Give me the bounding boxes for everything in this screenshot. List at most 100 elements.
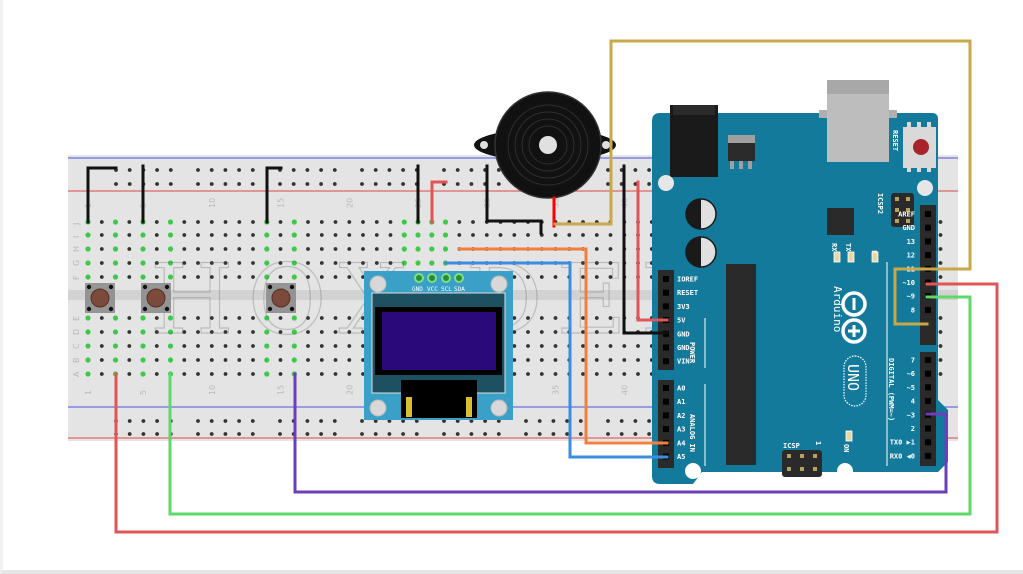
icsp-pin1-label: 1 bbox=[814, 441, 822, 445]
breadboard-hole bbox=[209, 344, 214, 348]
breadboard-hole bbox=[594, 330, 599, 334]
wire-red-vcc-oled[interactable] bbox=[430, 180, 448, 224]
breadboard-hole bbox=[223, 372, 228, 376]
wire-orange-sda-a4[interactable] bbox=[457, 247, 669, 445]
header-pin[interactable] bbox=[925, 211, 931, 217]
digital-header-top bbox=[920, 205, 936, 345]
rail-hole bbox=[469, 419, 474, 423]
breadboard-hole bbox=[512, 358, 517, 362]
icsp-header bbox=[782, 450, 822, 477]
header-pin[interactable] bbox=[925, 425, 931, 432]
breadboard-hole bbox=[306, 275, 310, 279]
header-pin[interactable] bbox=[663, 276, 669, 282]
wire-red-arduino-5v[interactable] bbox=[636, 180, 669, 322]
breadboard-hole bbox=[278, 220, 283, 224]
column-label: 15 bbox=[277, 385, 286, 395]
pin-label: GND bbox=[677, 344, 690, 352]
usb-chip bbox=[827, 208, 854, 235]
header-pin[interactable] bbox=[663, 385, 669, 391]
analog-header-label: ANALOG IN bbox=[688, 414, 696, 452]
breadboard-hole bbox=[99, 344, 104, 348]
breadboard-hole bbox=[127, 372, 132, 376]
breadboard-hole bbox=[140, 315, 146, 321]
header-pin[interactable] bbox=[663, 426, 669, 433]
breadboard-hole bbox=[347, 372, 352, 376]
rail-hole bbox=[387, 419, 392, 423]
header-pin[interactable] bbox=[663, 344, 669, 351]
rail-hole bbox=[114, 182, 118, 186]
rail-hole bbox=[496, 432, 501, 436]
icsp2-label: ICSP2 bbox=[876, 193, 884, 214]
rail-hole bbox=[196, 168, 200, 172]
wire-blue-scl-a5[interactable] bbox=[444, 261, 669, 459]
header-pin[interactable] bbox=[663, 358, 669, 365]
row-label: D bbox=[72, 329, 81, 335]
wire-black-buzzer[interactable] bbox=[485, 164, 543, 235]
breadboard-hole bbox=[581, 316, 585, 320]
breadboard-hole bbox=[182, 372, 187, 376]
breadboard-hole bbox=[99, 330, 104, 334]
breadboard-hole bbox=[319, 247, 324, 251]
header-pin[interactable] bbox=[663, 398, 669, 405]
header-pin[interactable] bbox=[925, 238, 931, 245]
header-pin[interactable] bbox=[663, 303, 669, 310]
header-pin[interactable] bbox=[925, 384, 931, 391]
oled-mount-hole bbox=[369, 399, 387, 417]
breadboard-hole bbox=[223, 247, 228, 251]
rail-hole bbox=[196, 182, 200, 186]
wire-yellow-pin9[interactable] bbox=[553, 39, 972, 326]
push-button-2[interactable] bbox=[141, 283, 171, 313]
header-pin[interactable] bbox=[925, 439, 931, 446]
breadboard-hole bbox=[938, 261, 943, 265]
wire-purple-btn3-pin3[interactable] bbox=[293, 372, 948, 494]
header-pin[interactable] bbox=[925, 370, 931, 377]
header-pin[interactable] bbox=[925, 306, 931, 313]
header-pin[interactable] bbox=[925, 398, 931, 405]
rail-hole bbox=[223, 168, 228, 172]
push-button-1[interactable] bbox=[85, 283, 115, 313]
rail-hole bbox=[469, 432, 474, 436]
header-pin[interactable] bbox=[925, 252, 931, 259]
header-pin[interactable] bbox=[663, 412, 669, 419]
breadboard-hole bbox=[291, 246, 297, 252]
breadboard-hole bbox=[223, 233, 228, 237]
breadboard-hole bbox=[553, 233, 558, 237]
rail-hole bbox=[141, 432, 146, 436]
header-pin[interactable] bbox=[663, 289, 669, 296]
wire-black-arduino-gnd[interactable] bbox=[622, 164, 669, 335]
breadboard-hole bbox=[567, 233, 572, 237]
breadboard-hole bbox=[278, 344, 283, 348]
breadboard-hole bbox=[209, 330, 214, 334]
rail-hole bbox=[565, 419, 569, 423]
wire-black-gnd-btn3[interactable] bbox=[265, 166, 283, 224]
breadboard-hole bbox=[306, 358, 310, 362]
oled-mount-hole bbox=[490, 275, 508, 293]
pin-label: 12 bbox=[907, 252, 915, 260]
wire-red-btn1-pin12[interactable] bbox=[114, 282, 999, 534]
header-pin[interactable] bbox=[925, 452, 931, 459]
breadboard-hole bbox=[291, 232, 297, 238]
breadboard-hole bbox=[264, 246, 270, 252]
rail-hole bbox=[209, 182, 214, 186]
breadboard-hole bbox=[512, 330, 517, 334]
breadboard-hole bbox=[291, 343, 297, 349]
breadboard-hole bbox=[182, 344, 187, 348]
row-label: F bbox=[72, 275, 81, 280]
breadboard-hole bbox=[140, 371, 146, 377]
wire-green-btn2-pin11[interactable] bbox=[168, 295, 972, 516]
header-pin[interactable] bbox=[925, 357, 931, 363]
header-pin[interactable] bbox=[925, 224, 931, 231]
row-label: G bbox=[72, 260, 81, 266]
wire-black-gnd-btn1[interactable] bbox=[86, 166, 118, 224]
breadboard-hole bbox=[608, 316, 613, 320]
rail-hole bbox=[647, 432, 651, 436]
breadboard-hole bbox=[278, 261, 283, 265]
reset-button[interactable] bbox=[903, 122, 936, 172]
breadboard-hole bbox=[319, 330, 324, 334]
breadboard-hole bbox=[306, 372, 310, 376]
breadboard-hole bbox=[306, 261, 310, 265]
push-button-3[interactable] bbox=[266, 283, 296, 313]
breadboard-hole bbox=[636, 358, 640, 362]
breadboard-hole bbox=[539, 372, 544, 376]
breadboard-hole bbox=[237, 275, 242, 279]
